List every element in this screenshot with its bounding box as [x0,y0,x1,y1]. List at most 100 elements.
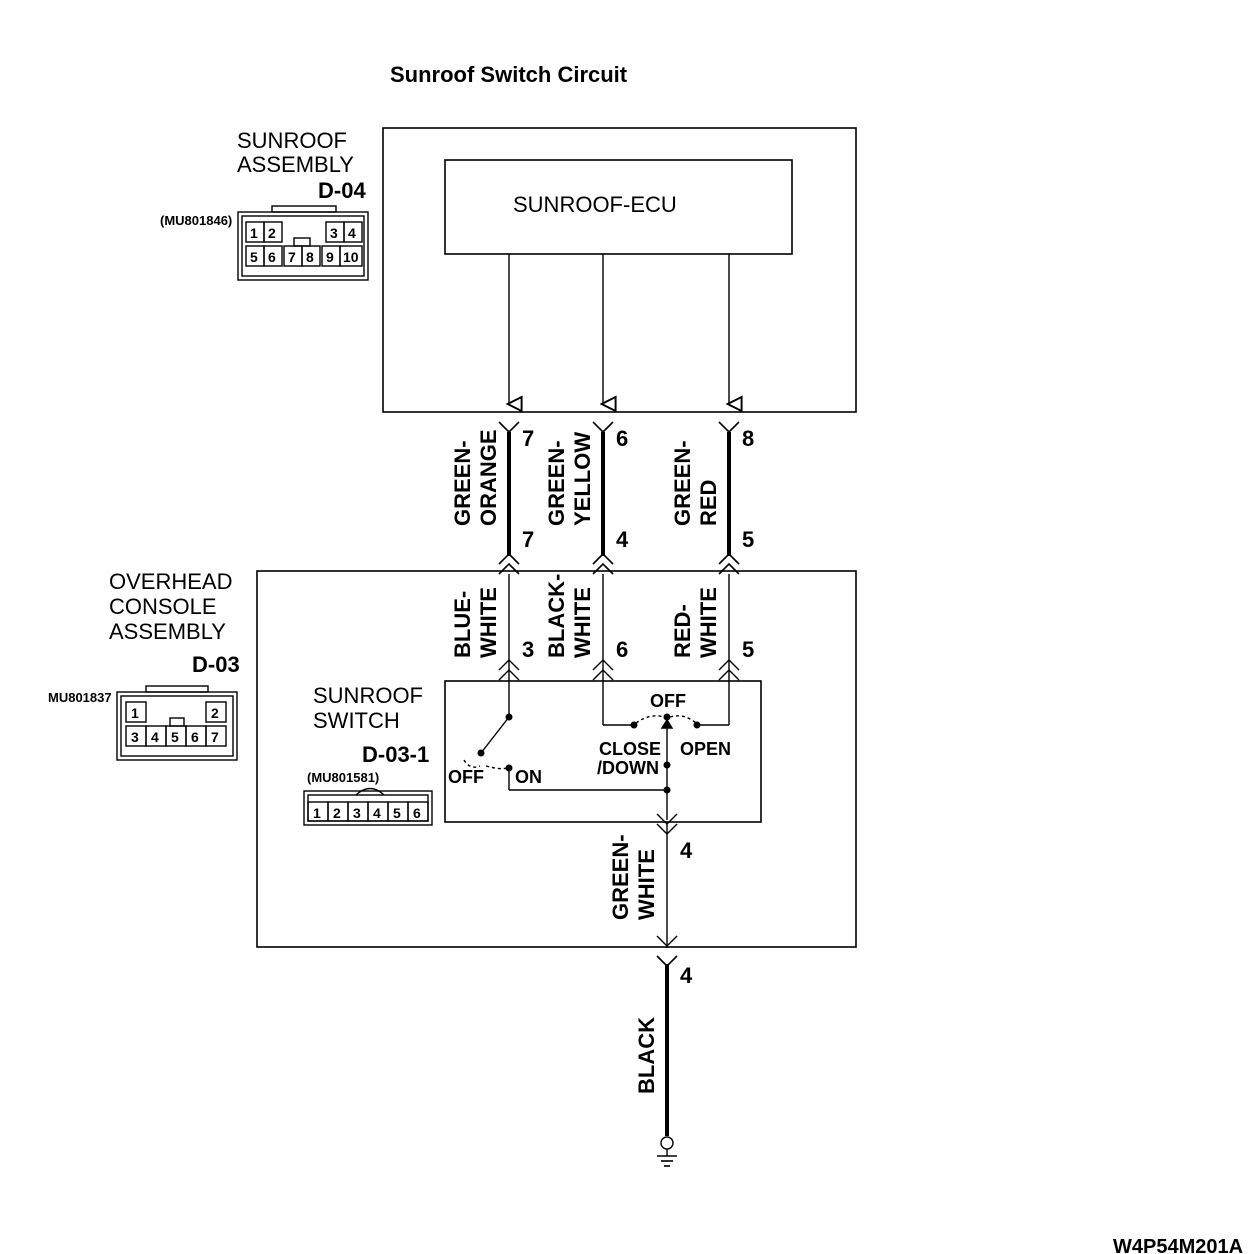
d04-pin: 3 [330,225,338,241]
wire-pin-number: 7 [522,426,534,451]
d03-pin: 5 [171,729,179,745]
d031-pin: 3 [353,805,361,821]
d04-pin: 4 [348,225,356,241]
tilt-off-label: OFF [448,767,484,787]
sunroof-assembly-name-2: ASSEMBLY [237,152,354,177]
svg-text:GREEN-: GREEN- [608,834,633,920]
svg-text:ORANGE: ORANGE [476,429,501,526]
sunroof-assembly-label: SUNROOF ASSEMBLY D-04 (MU801846) [160,128,366,228]
svg-text:RED: RED [696,480,721,526]
tilt-on-label: ON [515,767,542,787]
wire-pin-number: 7 [522,527,534,552]
d031-pin: 5 [393,805,401,821]
sunroof-switch-name-2: SWITCH [313,708,400,733]
d031-pin: 6 [413,805,421,821]
d04-pin: 6 [268,249,276,265]
overhead-console-part-number: MU801837 [48,690,112,705]
sunroof-switch-part-number: (MU801581) [307,770,379,785]
wire-color-blue-white: BLUE- WHITE [450,587,501,658]
sunroof-switch-box [444,680,762,823]
d03-pin: 1 [131,705,139,721]
sunroof-assembly-connector-id: D-04 [318,178,366,203]
d03-pin: 4 [151,729,159,745]
wire-color-black-white: BLACK- WHITE [544,574,595,658]
wire-color-green-yellow: GREEN- YELLOW [544,432,595,526]
d03-pin: 2 [211,705,219,721]
wire-color-green-red: GREEN- RED [670,440,721,526]
slide-open-label: OPEN [680,739,731,759]
sunroof-assembly-box [382,127,857,413]
wire-color-green-white: GREEN- WHITE [608,834,659,920]
switch-output-wire [656,813,678,948]
svg-text:RED-: RED- [670,604,695,658]
inner-wires [498,574,740,682]
sunroof-ecu-label: SUNROOF-ECU [513,192,677,217]
overhead-console-box [256,570,857,948]
svg-text:GREEN-: GREEN- [450,440,475,526]
svg-text:GREEN-: GREEN- [670,440,695,526]
d031-pin: 2 [333,805,341,821]
svg-text:BLACK-: BLACK- [544,574,569,658]
sunroof-ecu-box [444,159,793,255]
wire-color-red-white: RED- WHITE [670,587,721,658]
d031-pin: 4 [373,805,381,821]
svg-text:BLACK: BLACK [634,1017,659,1094]
sunroof-switch-name-1: SUNROOF [313,683,423,708]
sunroof-switch-label: SUNROOF SWITCH D-03-1 (MU801581) [307,683,429,785]
wire-pin-number: 8 [742,426,754,451]
d04-pin: 10 [343,249,359,265]
wire-pin-number: 6 [616,426,628,451]
sunroof-switch-connector-id: D-03-1 [362,742,429,767]
d04-pin-numbers: 1 2 3 4 5 6 7 8 9 10 [250,225,359,265]
wire-pin-number: 4 [680,963,693,988]
svg-text:YELLOW: YELLOW [570,432,595,526]
d03-pin: 3 [131,729,139,745]
sunroof-assembly-part-number: (MU801846) [160,213,232,228]
d031-pin-numbers: 1 2 3 4 5 6 [313,805,421,821]
ecu-internal-wires [509,254,729,404]
overhead-console-name-3: ASSEMBLY [109,619,226,644]
ground-wire [656,955,678,1156]
ground-icon [657,1155,677,1167]
d031-pin: 1 [313,805,321,821]
svg-text:WHITE: WHITE [570,587,595,658]
d04-pin: 5 [250,249,258,265]
overhead-console-name-1: OVERHEAD [109,569,232,594]
switch-internals [463,682,730,820]
slide-close-label-2: /DOWN [597,758,659,778]
diagram-title: Sunroof Switch Circuit [390,62,628,87]
wire-pin-number: 5 [742,527,754,552]
svg-text:GREEN-: GREEN- [544,440,569,526]
d03-pin-numbers: 1 2 3 4 5 6 7 [131,705,219,745]
wire-pin-number: 4 [616,527,629,552]
d04-pin: 9 [326,249,334,265]
overhead-console-label: OVERHEAD CONSOLE ASSEMBLY D-03 MU801837 [48,569,240,705]
d04-pin: 2 [268,225,276,241]
d04-connector-face [237,205,369,281]
d03-connector-face [116,685,238,761]
d04-pin: 8 [306,249,314,265]
upper-harness [498,421,740,575]
d04-pin: 7 [288,249,296,265]
d03-pin: 7 [211,729,219,745]
wire-pin-number: 4 [680,838,693,863]
overhead-console-name-2: CONSOLE [109,594,217,619]
d03-pin: 6 [191,729,199,745]
overhead-console-connector-id: D-03 [192,652,240,677]
wire-pin-number: 6 [616,637,628,662]
d04-pin: 1 [250,225,258,241]
figure-code: W4P54M201A [1113,1236,1243,1254]
slide-close-label-1: CLOSE [599,739,661,759]
slide-off-label: OFF [650,691,686,711]
svg-text:WHITE: WHITE [634,849,659,920]
svg-text:WHITE: WHITE [476,587,501,658]
wire-color-green-orange: GREEN- ORANGE [450,429,501,526]
svg-text:BLUE-: BLUE- [450,591,475,658]
svg-text:WHITE: WHITE [696,587,721,658]
wire-pin-number: 5 [742,637,754,662]
d031-connector-face [303,787,433,826]
sunroof-assembly-name-1: SUNROOF [237,128,347,153]
switch-contact-dots [477,713,701,794]
wire-pin-number: 3 [522,637,534,662]
